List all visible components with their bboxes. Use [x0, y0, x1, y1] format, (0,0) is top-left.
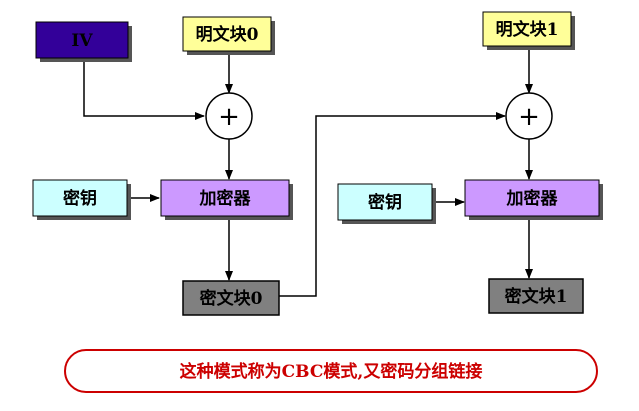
encryptor-0: 加密器	[160, 179, 293, 220]
ciphertext-block-0-label: 密文块0	[200, 288, 263, 309]
plaintext-block-0: 明文块0	[182, 16, 275, 55]
xor-1: +	[505, 92, 553, 140]
key-0: 密钥	[32, 179, 131, 220]
key-1: 密钥	[337, 183, 436, 224]
plaintext-block-1: 明文块1	[482, 11, 575, 50]
ciphertext-block-0: 密文块0	[182, 280, 280, 316]
connector-iv-to-xor0	[83, 58, 205, 120]
connector-ciphertext0-to-xor1	[278, 112, 506, 297]
xor-0-symbol: +	[218, 102, 240, 132]
encryptor-0-label: 加密器	[199, 188, 252, 209]
iv-label: IV	[71, 31, 93, 51]
plaintext-block-1-label: 明文块1	[496, 19, 559, 40]
caption-text: 这种模式称为CBC模式,又密码分组链接	[180, 361, 483, 382]
caption-banner: 这种模式称为CBC模式,又密码分组链接	[64, 349, 598, 393]
connectors	[83, 46, 533, 297]
xor-1-symbol: +	[518, 102, 540, 132]
encryptor-1-label: 加密器	[506, 188, 559, 209]
ciphertext-block-1: 密文块1	[488, 278, 584, 314]
key-0-label: 密钥	[63, 188, 97, 209]
iv-box: IV	[35, 21, 132, 62]
ciphertext-block-1-label: 密文块1	[505, 286, 568, 307]
plaintext-block-0-label: 明文块0	[196, 24, 259, 45]
key-1-label: 密钥	[368, 192, 402, 213]
xor-0: +	[205, 92, 253, 140]
encryptor-1: 加密器	[464, 179, 603, 220]
